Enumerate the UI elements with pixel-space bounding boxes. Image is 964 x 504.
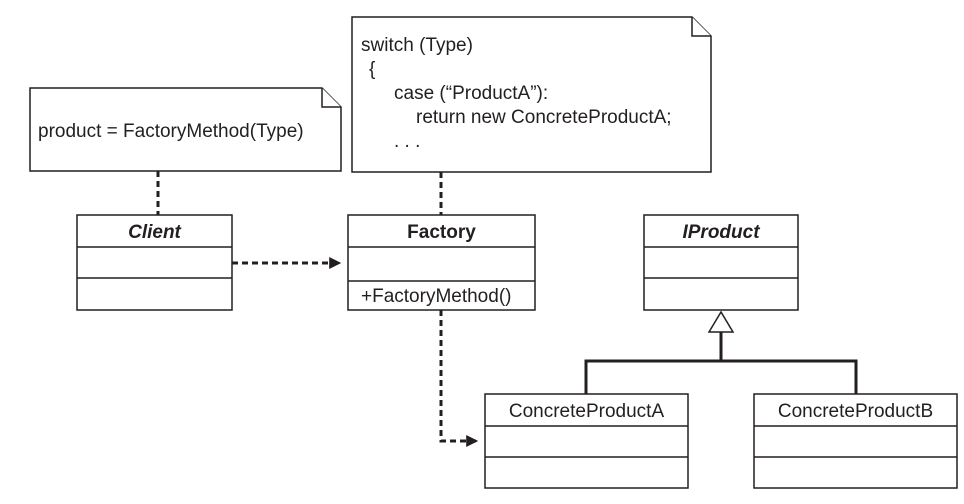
factory-note-line1: switch (Type) <box>361 35 473 56</box>
factory-class-name: Factory <box>407 222 476 243</box>
factory-note-line2: { <box>369 59 376 80</box>
factory-product-dependency <box>439 310 479 447</box>
client-note-text: product = FactoryMethod(Type) <box>38 121 304 142</box>
class-iproduct: IProduct <box>643 214 799 311</box>
factory-note-line4: return new ConcreteProductA; <box>416 107 672 128</box>
factory-note-line5: . . . <box>394 131 420 152</box>
inheritance-triangle <box>707 310 735 333</box>
inheritance-tree <box>584 310 858 394</box>
concrete-product-b-name: ConcreteProductB <box>778 401 933 422</box>
class-concrete-product-a: ConcreteProductA <box>484 393 689 489</box>
client-class-name: Client <box>128 222 181 243</box>
iproduct-class-name: IProduct <box>682 222 760 243</box>
class-factory: Factory +FactoryMethod() <box>347 214 536 311</box>
factory-method-operation: +FactoryMethod() <box>361 286 511 307</box>
concrete-product-a-name: ConcreteProductA <box>509 401 665 422</box>
inheritance-branch <box>584 359 858 394</box>
factory-note-line3: case (“ProductA”): <box>394 83 548 104</box>
class-client: Client <box>76 214 233 311</box>
class-concrete-product-b: ConcreteProductB <box>753 393 958 489</box>
factory-note: switch (Type) { case (“ProductA”): retur… <box>351 16 712 173</box>
client-note: product = FactoryMethod(Type) <box>29 87 342 172</box>
